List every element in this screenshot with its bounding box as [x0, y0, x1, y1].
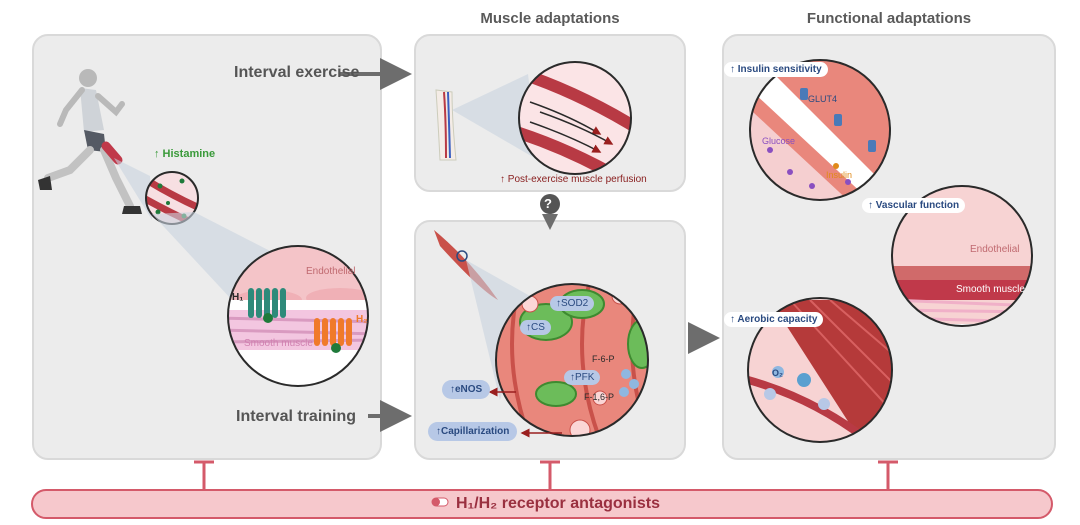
- vascular-function-label: ↑ Vascular function: [862, 198, 966, 213]
- perfusion-vessel-circle: [518, 61, 632, 175]
- glut4-label: GLUT4: [808, 94, 838, 104]
- antagonist-bar: [31, 489, 1053, 519]
- interval-training-label: Interval training: [236, 408, 357, 425]
- muscle-adaptations-header: Muscle adaptations: [480, 10, 620, 27]
- h1-receptor-label: H₁: [232, 292, 244, 303]
- interval-exercise-label: Interval exercise: [234, 64, 360, 81]
- smooth-muscle-label-left: Smooth muscle: [244, 338, 313, 349]
- antagonists-label: H₁/H₂ receptor antagonists: [456, 495, 660, 512]
- histamine-vessel-circle: [145, 171, 199, 225]
- o2-label: O₂: [772, 368, 783, 378]
- pill-icon: [431, 497, 449, 507]
- pfk-label: ↑PFK: [564, 370, 601, 385]
- functional-adaptations-header: Functional adaptations: [806, 10, 972, 27]
- insulin-sensitivity-label: ↑ Insulin sensitivity: [724, 62, 828, 77]
- endothelial-label-right: Endothelial: [970, 244, 1020, 255]
- enos-pill: ↑eNOS: [442, 380, 491, 399]
- aerobic-circle: [747, 297, 893, 443]
- capillarization-pill: ↑Capillarization: [428, 422, 518, 441]
- h2-receptor-label: H₂: [356, 314, 368, 325]
- question-mark: ?: [544, 196, 552, 211]
- perfusion-label: ↑ Post-exercise muscle perfusion: [500, 174, 647, 185]
- glucose-label: Glucose: [762, 136, 796, 146]
- f6p-label: F-6-P: [592, 354, 615, 364]
- smooth-muscle-label-right: Smooth muscle: [956, 284, 1025, 295]
- histamine-label: ↑ Histamine: [154, 148, 216, 160]
- leg-vessel-icon: [435, 89, 457, 161]
- runner-figure: [38, 69, 142, 214]
- endothelial-label-left: Endothelial: [306, 266, 356, 277]
- aerobic-capacity-label: ↑ Aerobic capacity: [724, 312, 824, 327]
- unknown-link-icon: [540, 194, 560, 214]
- cs-label: ↑CS: [520, 320, 551, 335]
- inhibition-markers: [194, 460, 898, 490]
- insulin-label: Insulin: [826, 170, 853, 180]
- f16p-label: F-1,6-P: [584, 392, 615, 402]
- sod2-label: ↑SOD2: [550, 296, 595, 311]
- insulin-circle: [749, 59, 891, 201]
